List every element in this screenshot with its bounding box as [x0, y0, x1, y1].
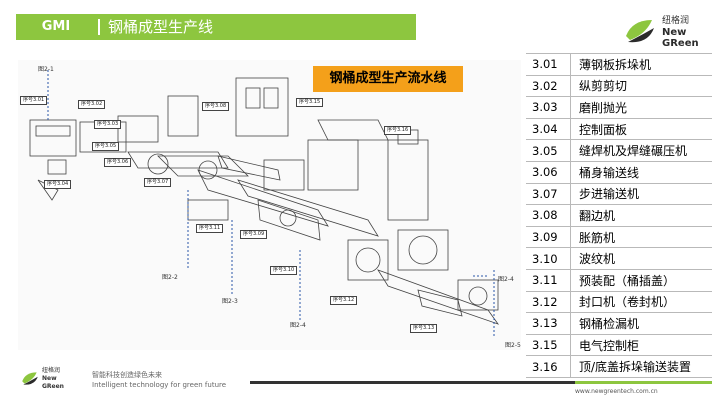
footer-divider-dark: [250, 381, 575, 384]
footer-url: www.newgreentech.com.cn: [575, 388, 658, 395]
legend-name: 步进输送机: [579, 187, 640, 202]
legend-code: 3.08: [532, 208, 558, 223]
legend-code: 3.09: [532, 230, 558, 245]
legend-row: 3.15 电气控制柜: [526, 334, 712, 357]
station-label: 序号3.13: [410, 324, 438, 333]
station-label: 序号3.06: [104, 158, 132, 167]
logo-en2: GReen: [662, 38, 699, 49]
station-label: 序号3.08: [202, 102, 230, 111]
station-label: 序号3.11: [196, 224, 224, 233]
legend-name: 控制面板: [579, 122, 628, 137]
legend-row: 3.11 预装配（桶插盖）: [526, 269, 712, 292]
logo-en1: New: [662, 27, 687, 38]
footer-logo-cn: 纽格润: [42, 367, 61, 374]
leaf-logo-icon: [22, 372, 38, 385]
footer-logo-en1: New: [42, 375, 57, 382]
station-legend: 3.01 薄钢板拆垛机 3.02 纵剪剪切 3.03 磨削抛光 3.04 控制面板 3.…: [526, 53, 712, 378]
legend-code: 3.01: [532, 57, 558, 72]
legend-row: 3.08 翻边机: [526, 205, 712, 227]
legend-row: 3.03 磨削抛光: [526, 97, 712, 119]
legend-row: 3.10 波纹机: [526, 248, 712, 270]
footer-logo: 纽格润 New GReen: [20, 365, 80, 401]
station-label: 序号3.02: [78, 100, 106, 109]
legend-code: 3.13: [532, 316, 558, 331]
legend-name: 翻边机: [579, 208, 616, 223]
slogan-cn: 智能科技创造绿色未来: [92, 371, 162, 379]
company-logo: 纽格润 New GReen: [622, 14, 712, 56]
figure-label: 图2-4: [290, 322, 306, 329]
header-divider: [98, 19, 100, 35]
legend-name: 波纹机: [579, 252, 616, 267]
legend-name: 顶/底盖拆垛输送装置: [579, 360, 692, 375]
legend-row: 3.02 纵剪剪切: [526, 75, 712, 98]
footer-divider-green: [575, 381, 712, 384]
machinery-illustration: [29, 70, 500, 336]
legend-row: 3.01 薄钢板拆垛机: [526, 53, 712, 76]
figure-label: 图2-5: [505, 342, 521, 349]
legend-code: 3.02: [532, 78, 558, 93]
legend-name: 磨削抛光: [579, 100, 628, 115]
legend-name: 薄钢板拆垛机: [579, 57, 652, 72]
legend-code: 3.15: [532, 338, 558, 353]
legend-row: 3.06 桶身输送线: [526, 161, 712, 184]
station-label: 序号3.16: [384, 126, 412, 135]
legend-code: 3.16: [532, 359, 558, 374]
figure-label: 图2-1: [38, 66, 54, 73]
figure-label: 图2-4: [498, 276, 514, 283]
legend-row: 3.07 步进输送机: [526, 183, 712, 206]
legend-code: 3.06: [532, 165, 558, 180]
station-label: 序号3.10: [270, 266, 298, 275]
station-label: 序号3.05: [92, 142, 120, 151]
station-label: 序号3.09: [240, 230, 268, 239]
header-bar: GMI 钢桶成型生产线: [16, 14, 416, 40]
logo-cn: 纽格润: [662, 16, 690, 26]
legend-code: 3.03: [532, 100, 558, 115]
figure-label: 图2-2: [162, 274, 178, 281]
legend-row: 3.16 顶/底盖拆垛输送装置: [526, 356, 712, 378]
page-title: 钢桶成型生产线: [108, 18, 214, 36]
legend-code: 3.04: [532, 122, 558, 137]
legend-name: 电气控制柜: [579, 338, 640, 353]
legend-code: 3.12: [532, 294, 558, 309]
station-label: 序号3.12: [330, 296, 358, 305]
legend-code: 3.07: [532, 186, 558, 201]
leaf-logo-icon: [626, 20, 654, 43]
station-label: 序号3.04: [44, 180, 72, 189]
legend-row: 3.09 胀筋机: [526, 226, 712, 249]
station-label: 序号3.07: [144, 178, 172, 187]
legend-row: 3.13 钢桶检漏机: [526, 313, 712, 335]
legend-name: 钢桶检漏机: [579, 316, 640, 331]
legend-code: 3.11: [532, 273, 558, 288]
brand-label: GMI: [41, 19, 71, 34]
station-label: 序号3.03: [94, 120, 122, 129]
legend-code: 3.05: [532, 143, 558, 158]
figure-label: 图2-3: [222, 298, 238, 305]
legend-name: 桶身输送线: [579, 165, 640, 180]
legend-row: 3.12 封口机（卷封机）: [526, 291, 712, 314]
slogan-en: Intelligent technology for green future: [92, 381, 227, 389]
legend-name: 预装配（桶插盖）: [579, 273, 676, 288]
diagram-title: 钢桶成型生产流水线: [313, 66, 463, 92]
footer-logo-en2: GReen: [42, 383, 64, 390]
legend-row: 3.04 控制面板: [526, 118, 712, 141]
legend-name: 胀筋机: [579, 230, 616, 245]
legend-name: 纵剪剪切: [579, 79, 628, 94]
station-label: 序号3.01: [20, 96, 48, 105]
legend-name: 缝焊机及焊缝碾压机: [579, 144, 688, 159]
legend-code: 3.10: [532, 251, 558, 266]
footer-slogan: 智能科技创造绿色未来 Intelligent technology for gr…: [92, 370, 226, 390]
legend-row: 3.05 缝焊机及焊缝碾压机: [526, 140, 712, 162]
station-label: 序号3.15: [296, 98, 324, 107]
legend-name: 封口机（卷封机）: [579, 295, 676, 310]
